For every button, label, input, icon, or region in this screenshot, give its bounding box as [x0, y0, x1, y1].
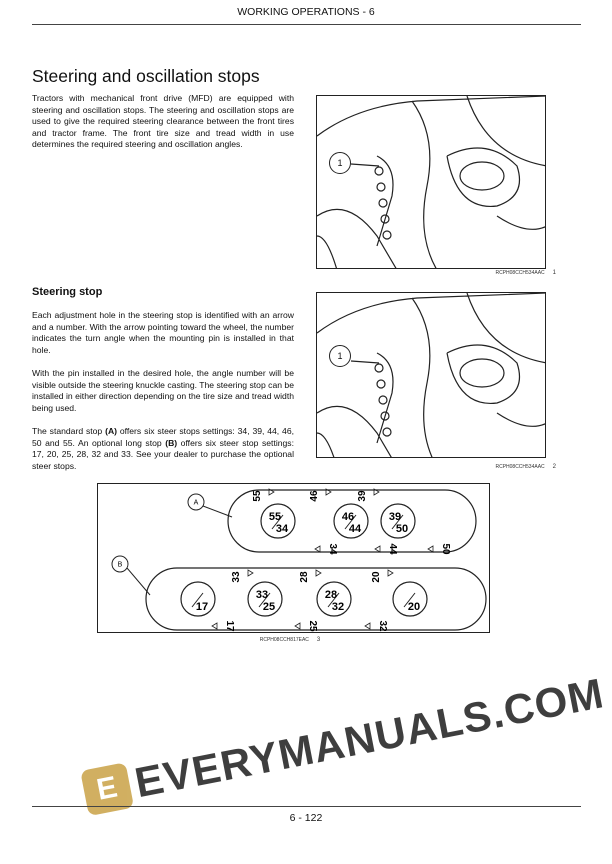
caption-code: RCPH08CCH534AAC: [495, 464, 545, 470]
figure-1-photo: 1: [316, 95, 546, 269]
angle-label: 44: [387, 543, 398, 555]
hole-top-value: 55: [269, 511, 281, 523]
angle-label: 34: [327, 543, 338, 555]
hole-top-value: 33: [256, 589, 268, 601]
callout-label: A: [194, 500, 199, 507]
hole-divider: [271, 514, 284, 530]
angle-label: 50: [440, 543, 451, 555]
steering-knuckle-illustration: [317, 293, 545, 457]
angle-label: 32: [377, 620, 388, 632]
hole: [333, 503, 369, 539]
arrow-icon: [294, 622, 301, 630]
watermark-logo: E: [80, 762, 135, 817]
callout-1: 1: [329, 152, 351, 174]
arrow-icon: [373, 488, 380, 496]
hole: [247, 581, 283, 617]
paragraph-2: With the pin installed in the desired ho…: [32, 368, 294, 413]
angle-label: 33: [231, 571, 242, 583]
callout-B: [111, 555, 129, 573]
hole-bottom-value: 25: [263, 601, 275, 613]
hole-divider: [391, 514, 404, 530]
caption-number: 1: [552, 270, 556, 276]
arrow-icon: [315, 569, 322, 577]
stop-outline: [227, 489, 477, 553]
hole-top-value: 39: [389, 511, 401, 523]
callout-label: B: [118, 562, 123, 569]
page-number: 6 - 122: [289, 812, 323, 824]
hole-bottom-value: 50: [396, 523, 408, 535]
hole-bottom-value: 34: [276, 523, 289, 535]
intro-paragraph: Tractors with mechanical front drive (MF…: [32, 93, 294, 150]
arrow-icon: [268, 488, 275, 496]
paragraph-1: Each adjustment hole in the steering sto…: [32, 310, 294, 355]
arrow-icon: [374, 545, 381, 553]
ref-a: (A): [105, 426, 118, 436]
header-rule: [32, 24, 581, 25]
angle-label: 28: [299, 571, 310, 583]
section-heading: Steering stop: [32, 286, 103, 298]
caption-number: 2: [552, 464, 556, 470]
figure-2-photo: 1: [316, 292, 546, 458]
caption-number: 3: [316, 637, 321, 643]
text: offers six steer stops settings: 34, 39,…: [32, 426, 294, 448]
hole: [180, 581, 216, 617]
hole: [392, 581, 428, 617]
arrow-icon: [427, 545, 434, 553]
angle-label: 17: [224, 620, 235, 632]
text: The standard stop: [32, 426, 106, 436]
hole-divider: [191, 592, 204, 608]
hole-bottom-value: 44: [349, 523, 362, 535]
hole-divider: [344, 514, 357, 530]
steering-knuckle-illustration: [317, 96, 545, 268]
hole-top-value: 28: [325, 589, 337, 601]
caption-code: RCPH08CCH534AAC: [495, 270, 545, 276]
arrow-icon: [364, 622, 371, 630]
angle-label: 46: [309, 490, 320, 502]
hole-top-value: 46: [342, 511, 354, 523]
watermark: E EVERYMANUALS.COM: [80, 669, 608, 817]
angle-label: 39: [357, 490, 368, 502]
angle-label: 20: [371, 571, 382, 583]
watermark-text: EVERYMANUALS.COM: [131, 669, 608, 807]
arrow-icon: [247, 569, 254, 577]
hole-bottom-value: 32: [332, 601, 344, 613]
angle-label: 55: [252, 490, 263, 502]
figure-2-caption: RCPH08CCH534AAC 2: [440, 464, 556, 470]
hole: [380, 503, 416, 539]
running-header: WORKING OPERATIONS - 6: [237, 6, 375, 18]
stop-outline: [145, 567, 487, 631]
page-title: Steering and oscillation stops: [32, 66, 260, 86]
figure-1-caption: RCPH08CCH534AAC 1: [440, 270, 556, 276]
ref-b: (B): [165, 437, 178, 448]
hole-bottom-value: 20: [408, 601, 420, 613]
footer-rule: [32, 806, 581, 807]
arrow-icon: [211, 622, 218, 630]
hole-bottom-value: 17: [196, 601, 208, 613]
hole-divider: [258, 592, 271, 608]
hole: [316, 581, 352, 617]
paragraph-3: The standard stop (A) offers six steer s…: [32, 426, 294, 472]
callout-A: [187, 493, 205, 511]
hole: [260, 503, 296, 539]
arrow-icon: [314, 545, 321, 553]
hole-divider: [327, 592, 340, 608]
arrow-icon: [325, 488, 332, 496]
text: offers six steer stop settings: 17, 20, …: [32, 437, 294, 471]
figure-3-caption: RCPH08CCH817EAC 3: [230, 637, 350, 643]
caption-code: RCPH08CCH817EAC: [259, 637, 309, 643]
callout-1: 1: [329, 345, 351, 367]
angle-label: 25: [307, 620, 318, 632]
arrow-icon: [387, 569, 394, 577]
hole-divider: [403, 592, 416, 608]
